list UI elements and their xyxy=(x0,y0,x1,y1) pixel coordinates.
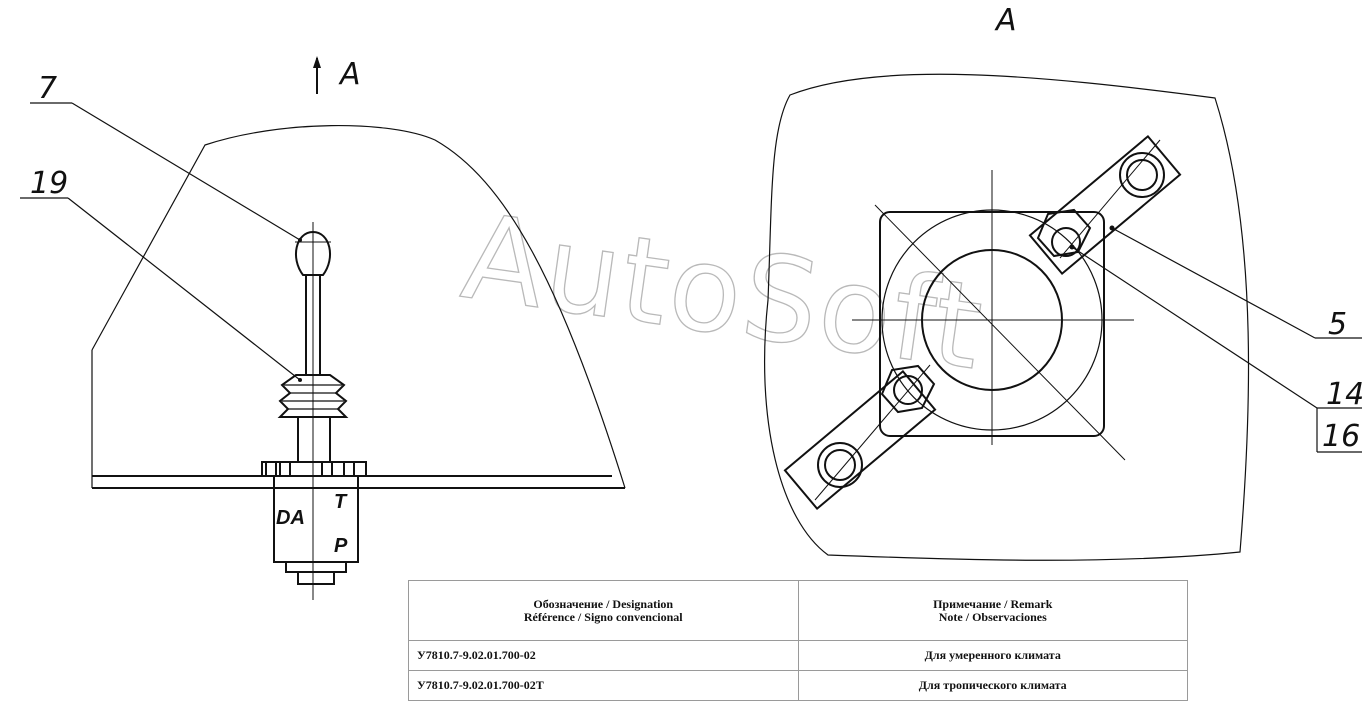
table-header-row: Обозначение / Designation Référence / Si… xyxy=(408,580,1188,641)
callout-5-leader xyxy=(1111,227,1316,339)
bracket-plate xyxy=(783,369,937,511)
upper-bracket xyxy=(1028,134,1182,276)
designation-header: Обозначение / Designation Référence / Si… xyxy=(408,580,799,641)
flange-bolt xyxy=(321,461,333,477)
bracket-plate xyxy=(1028,134,1182,276)
lever-stem xyxy=(297,416,331,463)
table-row: У7810.7-9.02.01.700-02Т Для тропического… xyxy=(408,670,1188,701)
callout-7-leader xyxy=(71,102,301,241)
remark-header-line: Note / Observaciones xyxy=(938,609,1047,624)
view-arrow-head xyxy=(313,56,321,68)
bottom-fitting xyxy=(285,561,347,573)
remark-header: Примечание / Remark Note / Observaciones xyxy=(797,580,1188,641)
bracket-hole-inner xyxy=(824,449,856,481)
bolt-lower xyxy=(893,375,923,405)
lever-knob xyxy=(295,230,331,276)
lower-bracket xyxy=(783,369,937,511)
watermark: AutoSoft xyxy=(455,187,992,396)
callout-16: 16 xyxy=(1322,419,1360,454)
view-a: A 5 xyxy=(763,3,1364,561)
housing-marking-bottom: P xyxy=(334,535,348,557)
callout-14: 14 xyxy=(1326,377,1364,412)
bracket-hole-outer xyxy=(817,442,863,488)
view-arrow-label: A xyxy=(338,57,361,92)
flange-bolt xyxy=(265,461,277,477)
callout-7-dot xyxy=(298,238,302,242)
bottom-nut xyxy=(297,571,335,585)
side-view: A DA T P 7 xyxy=(20,56,626,600)
callout-19-leader xyxy=(67,197,301,381)
callout-19: 19 xyxy=(30,166,68,201)
table-row: У7810.7-9.02.01.700-02 Для умеренного кл… xyxy=(408,640,1188,671)
panel-outline xyxy=(91,125,626,489)
designation-cell: У7810.7-9.02.01.700-02 xyxy=(408,640,799,671)
lower-bracket-axis xyxy=(814,364,931,501)
designation-cell: У7810.7-9.02.01.700-02Т xyxy=(408,670,799,701)
remark-header-line: Примечание / Remark xyxy=(933,596,1053,611)
bracket-hole-outer xyxy=(1119,152,1165,198)
remark-cell: Для тропического климата xyxy=(797,670,1188,701)
bolt-upper xyxy=(1051,227,1081,257)
bracket-hole-inner xyxy=(1126,159,1158,191)
remark-cell: Для умеренного климата xyxy=(797,640,1188,671)
flange-bolt xyxy=(279,461,291,477)
designation-header-line: Обозначение / Designation xyxy=(533,596,674,611)
nut-upper xyxy=(1036,208,1092,258)
nut-lower xyxy=(880,364,936,414)
callout-19-dot xyxy=(298,378,302,382)
callout-7: 7 xyxy=(38,71,57,106)
flange-bolt xyxy=(343,461,355,477)
housing-marking-left: DA xyxy=(276,507,305,529)
callout-14-leader xyxy=(1071,246,1318,409)
housing-marking-top: T xyxy=(334,491,348,513)
view-title: A xyxy=(994,3,1017,38)
view-a-panel-outline xyxy=(763,73,1250,561)
mounting-flange xyxy=(261,461,367,477)
designation-table: Обозначение / Designation Référence / Si… xyxy=(408,580,1188,701)
diagonal-center-line xyxy=(874,204,1126,461)
designation-header-line: Référence / Signo convencional xyxy=(523,609,683,624)
upper-bracket-axis xyxy=(1059,139,1161,259)
callout-5: 5 xyxy=(1328,307,1347,342)
